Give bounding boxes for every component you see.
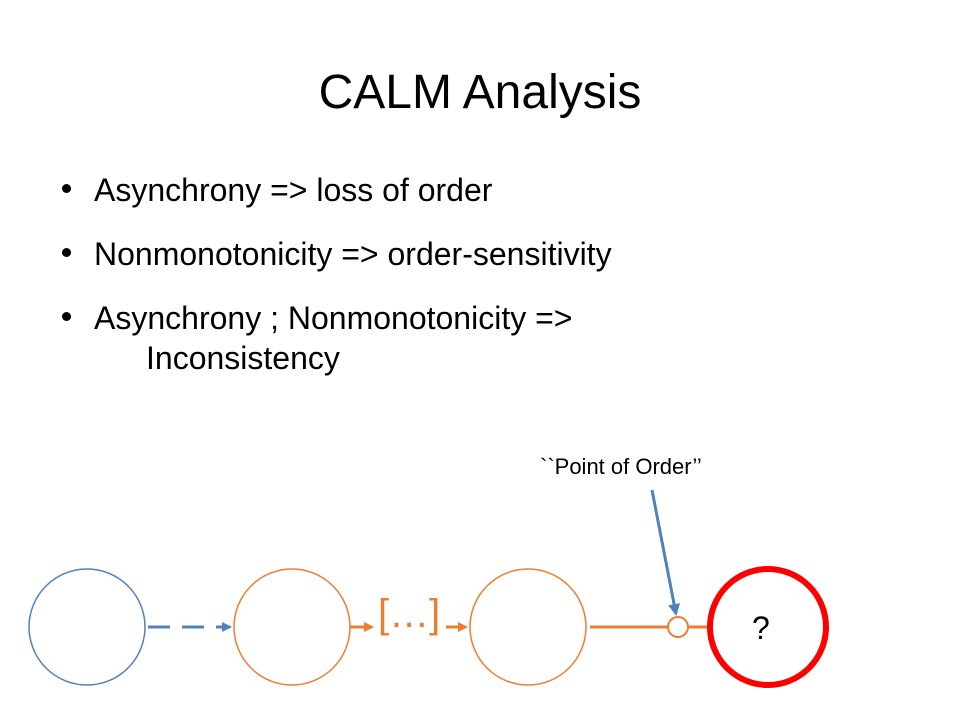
bullet-continuation: Inconsistency: [146, 340, 340, 376]
orange-node-1: [233, 568, 351, 686]
slide-title: CALM Analysis: [318, 66, 642, 119]
point-of-order-marker: [667, 616, 689, 638]
bullet-text: Asynchrony ; Nonmonotonicity =>: [94, 300, 573, 336]
bullet-text: Nonmonotonicity => order-sensitivity: [94, 236, 612, 272]
bullet-item: Asynchrony => loss of order: [58, 170, 918, 210]
source-node: [28, 568, 146, 686]
ellipsis-label: […]: [378, 592, 441, 636]
bullet-marker: [62, 184, 71, 193]
orange-node-2: [469, 568, 587, 686]
bullet-item: Asynchrony ; Nonmonotonicity => Inconsis…: [58, 298, 918, 378]
result-question-label: ?: [752, 610, 770, 646]
bullet-marker: [62, 248, 71, 257]
bullet-item: Nonmonotonicity => order-sensitivity: [58, 234, 918, 274]
result-node: [707, 566, 829, 688]
point-of-order-label: ``Point of Order’’: [540, 454, 702, 479]
point-of-order-callout-arrow: [650, 489, 680, 616]
bullet-list: Asynchrony => loss of order Nonmonotonic…: [58, 170, 918, 402]
bullet-text: Asynchrony => loss of order: [94, 172, 493, 208]
bullet-marker: [62, 312, 71, 321]
